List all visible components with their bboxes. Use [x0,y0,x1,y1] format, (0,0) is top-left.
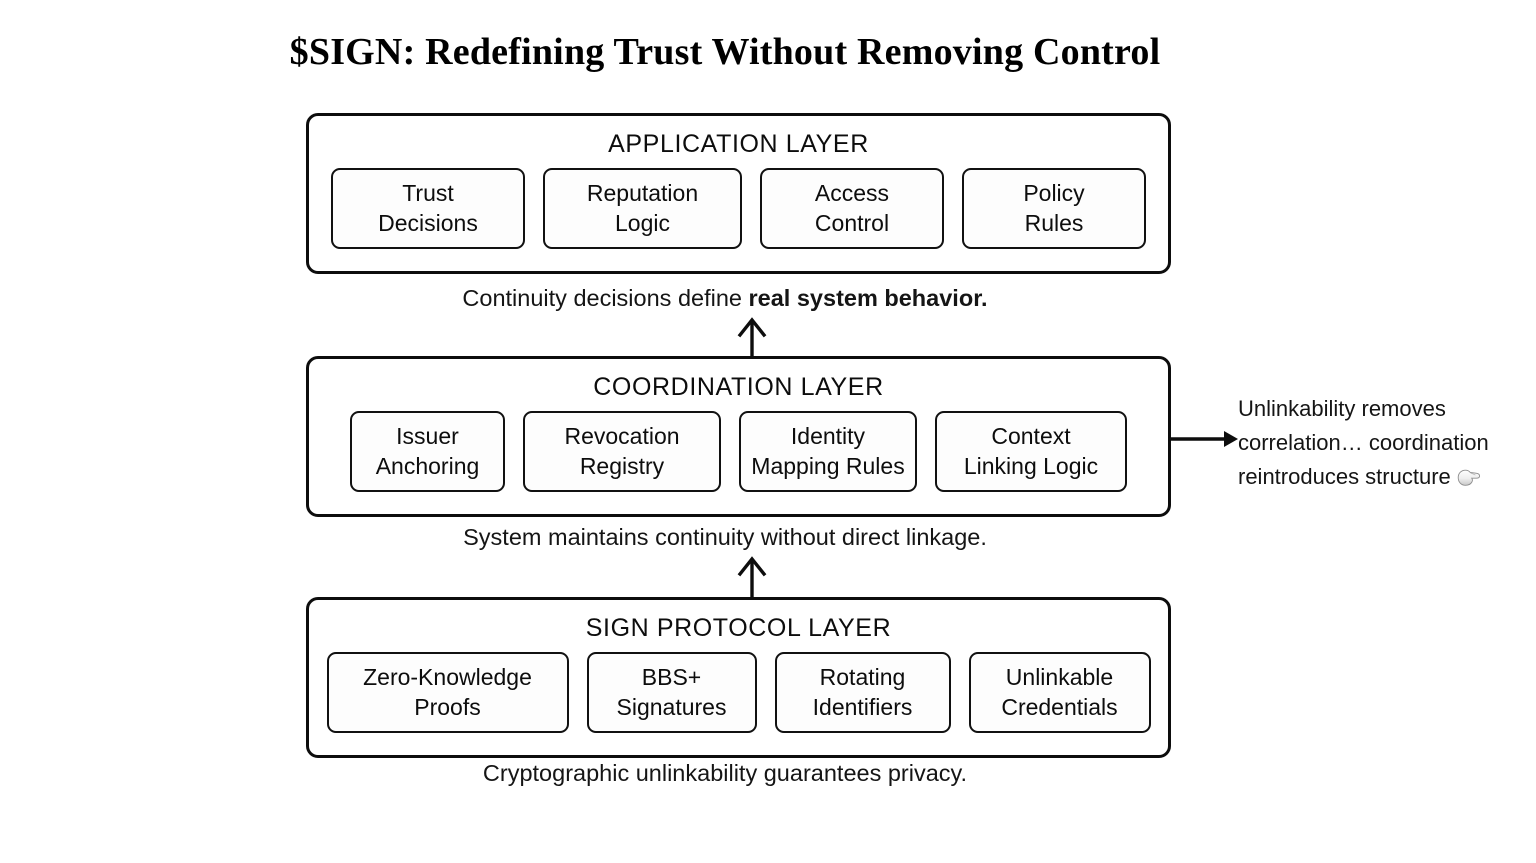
layer-cells-application: Trust Decisions Reputation Logic Access … [309,168,1168,271]
side-note-text: Unlinkability removes correlation… coord… [1238,396,1489,490]
layer-cells-protocol: Zero-Knowledge Proofs BBS+ Signatures Ro… [309,652,1168,755]
caption-protocol-text: Cryptographic unlinkability guarantees p… [482,760,968,786]
cell-trust-decisions[interactable]: Trust Decisions [331,168,525,249]
caption-coordination-text: System maintains continuity without dire… [463,524,987,550]
caption-application: Continuity decisions define real system … [0,285,1450,312]
up-arrow-icon-coordination [737,556,767,598]
layer-block-application: APPLICATION LAYER Trust Decisions Reputa… [306,113,1171,274]
layer-cells-coordination: Issuer Anchoring Revocation Registry Ide… [309,411,1168,514]
layer-title-application: APPLICATION LAYER [608,130,869,158]
layer-title-coordination: COORDINATION LAYER [593,373,884,401]
page-title: $SIGN: Redefining Trust Without Removing… [289,31,1161,73]
cell-zero-knowledge-proofs[interactable]: Zero-Knowledge Proofs [326,652,569,733]
caption-application-text: Continuity decisions define [462,285,749,311]
right-arrow-icon-side-note [1168,431,1238,447]
cell-context-linking-logic[interactable]: Context Linking Logic [935,411,1127,492]
cell-access-control[interactable]: Access Control [760,168,944,249]
caption-protocol: Cryptographic unlinkability guarantees p… [0,760,1450,787]
cell-identity-mapping-rules[interactable]: Identity Mapping Rules [739,411,917,492]
caption-coordination: System maintains continuity without dire… [0,524,1450,551]
cell-reputation-logic[interactable]: Reputation Logic [543,168,742,249]
cell-unlinkable-credentials[interactable]: Unlinkable Credentials [968,652,1151,733]
cell-revocation-registry[interactable]: Revocation Registry [523,411,721,492]
layer-title-protocol: SIGN PROTOCOL LAYER [585,614,892,642]
cell-issuer-anchoring[interactable]: Issuer Anchoring [350,411,505,492]
pointing-hand-icon [1455,464,1482,498]
caption-application-emphasis: real system behavior. [748,285,988,311]
cell-rotating-identifiers[interactable]: Rotating Identifiers [774,652,951,733]
cell-bbs-signatures[interactable]: BBS+ Signatures [586,652,757,733]
layer-block-coordination: COORDINATION LAYER Issuer Anchoring Revo… [306,356,1171,517]
layer-block-protocol: SIGN PROTOCOL LAYER Zero-Knowledge Proof… [306,597,1171,758]
cell-policy-rules[interactable]: Policy Rules [962,168,1146,249]
side-note-annotation: Unlinkability removes correlation… coord… [1238,392,1534,498]
up-arrow-icon-application [737,317,767,359]
